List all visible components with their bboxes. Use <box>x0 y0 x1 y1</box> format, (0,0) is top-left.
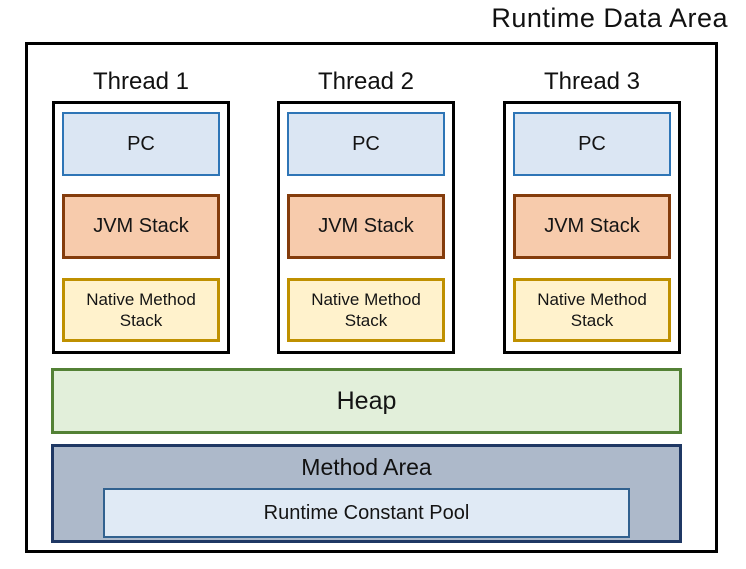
thread-1-box: PC JVM Stack Native Method Stack <box>52 101 230 354</box>
diagram-title: Runtime Data Area <box>491 3 728 33</box>
pc-box: PC <box>62 112 220 176</box>
pc-label: PC <box>578 132 606 155</box>
method-area-label: Method Area <box>301 454 432 480</box>
native-method-stack-box: Native Method Stack <box>513 278 671 342</box>
thread-1-column: Thread 1 PC JVM Stack Native Method Stac… <box>52 62 230 354</box>
thread-3-column: Thread 3 PC JVM Stack Native Method Stac… <box>503 62 681 354</box>
jvm-stack-label: JVM Stack <box>318 215 414 237</box>
thread-2-column: Thread 2 PC JVM Stack Native Method Stac… <box>277 62 455 354</box>
method-area-box: Method Area Runtime Constant Pool <box>51 444 682 543</box>
thread-2-label: Thread 2 <box>317 67 415 95</box>
jvm-stack-box: JVM Stack <box>287 194 445 259</box>
jvm-stack-box: JVM Stack <box>62 194 220 259</box>
thread-1-label: Thread 1 <box>92 67 190 95</box>
pc-box: PC <box>513 112 671 176</box>
thread-2-box: PC JVM Stack Native Method Stack <box>277 101 455 354</box>
native-method-stack-box: Native Method Stack <box>62 278 220 342</box>
heap-box: Heap <box>51 368 682 434</box>
thread-3-box: PC JVM Stack Native Method Stack <box>503 101 681 354</box>
jvm-stack-box: JVM Stack <box>513 194 671 259</box>
jvm-stack-label: JVM Stack <box>93 215 189 237</box>
runtime-constant-pool-label: Runtime Constant Pool <box>263 501 470 524</box>
heap-label: Heap <box>336 386 397 415</box>
pc-label: PC <box>127 132 155 155</box>
runtime-constant-pool-box: Runtime Constant Pool <box>103 488 630 538</box>
native-method-stack-box: Native Method Stack <box>287 278 445 342</box>
jvm-stack-label: JVM Stack <box>544 215 640 237</box>
native-method-stack-label: Native Method Stack <box>537 289 647 330</box>
pc-box: PC <box>287 112 445 176</box>
native-method-stack-label: Native Method Stack <box>86 289 196 330</box>
thread-3-label: Thread 3 <box>543 67 641 95</box>
native-method-stack-label: Native Method Stack <box>311 289 421 330</box>
pc-label: PC <box>352 132 380 155</box>
